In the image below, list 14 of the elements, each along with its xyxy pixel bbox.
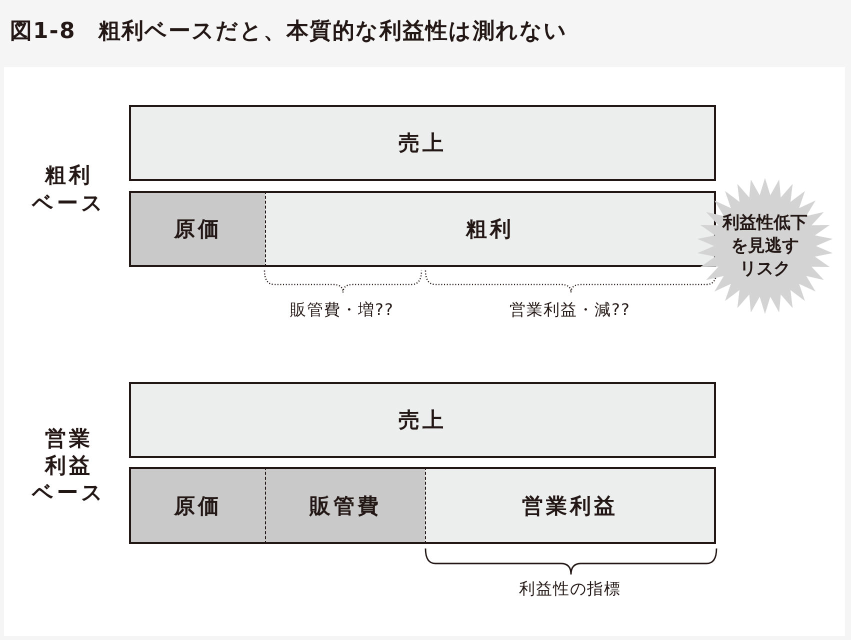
side-label: 営業利益ベース	[32, 426, 106, 506]
bar-segment: 営業利益	[425, 467, 716, 544]
bar-segment: 売上	[129, 382, 716, 458]
bar-segment: 原価	[129, 191, 265, 267]
side-label: 粗利ベース	[32, 162, 106, 217]
bar-segment: 粗利	[265, 191, 716, 267]
brace-label: 営業利益・減??	[510, 299, 630, 321]
brace-label: 販管費・増??	[290, 299, 394, 321]
figure-title: 図1-8 粗利ベースだと、本質的な利益性は測れない	[10, 18, 568, 46]
bar-segment: 売上	[129, 105, 716, 181]
brace-label: 利益性の指標	[519, 578, 621, 600]
bar-segment: 原価	[129, 467, 265, 544]
bar-segment: 販管費	[265, 467, 425, 544]
starburst-callout: 利益性低下を見逃すリスク	[697, 178, 833, 314]
